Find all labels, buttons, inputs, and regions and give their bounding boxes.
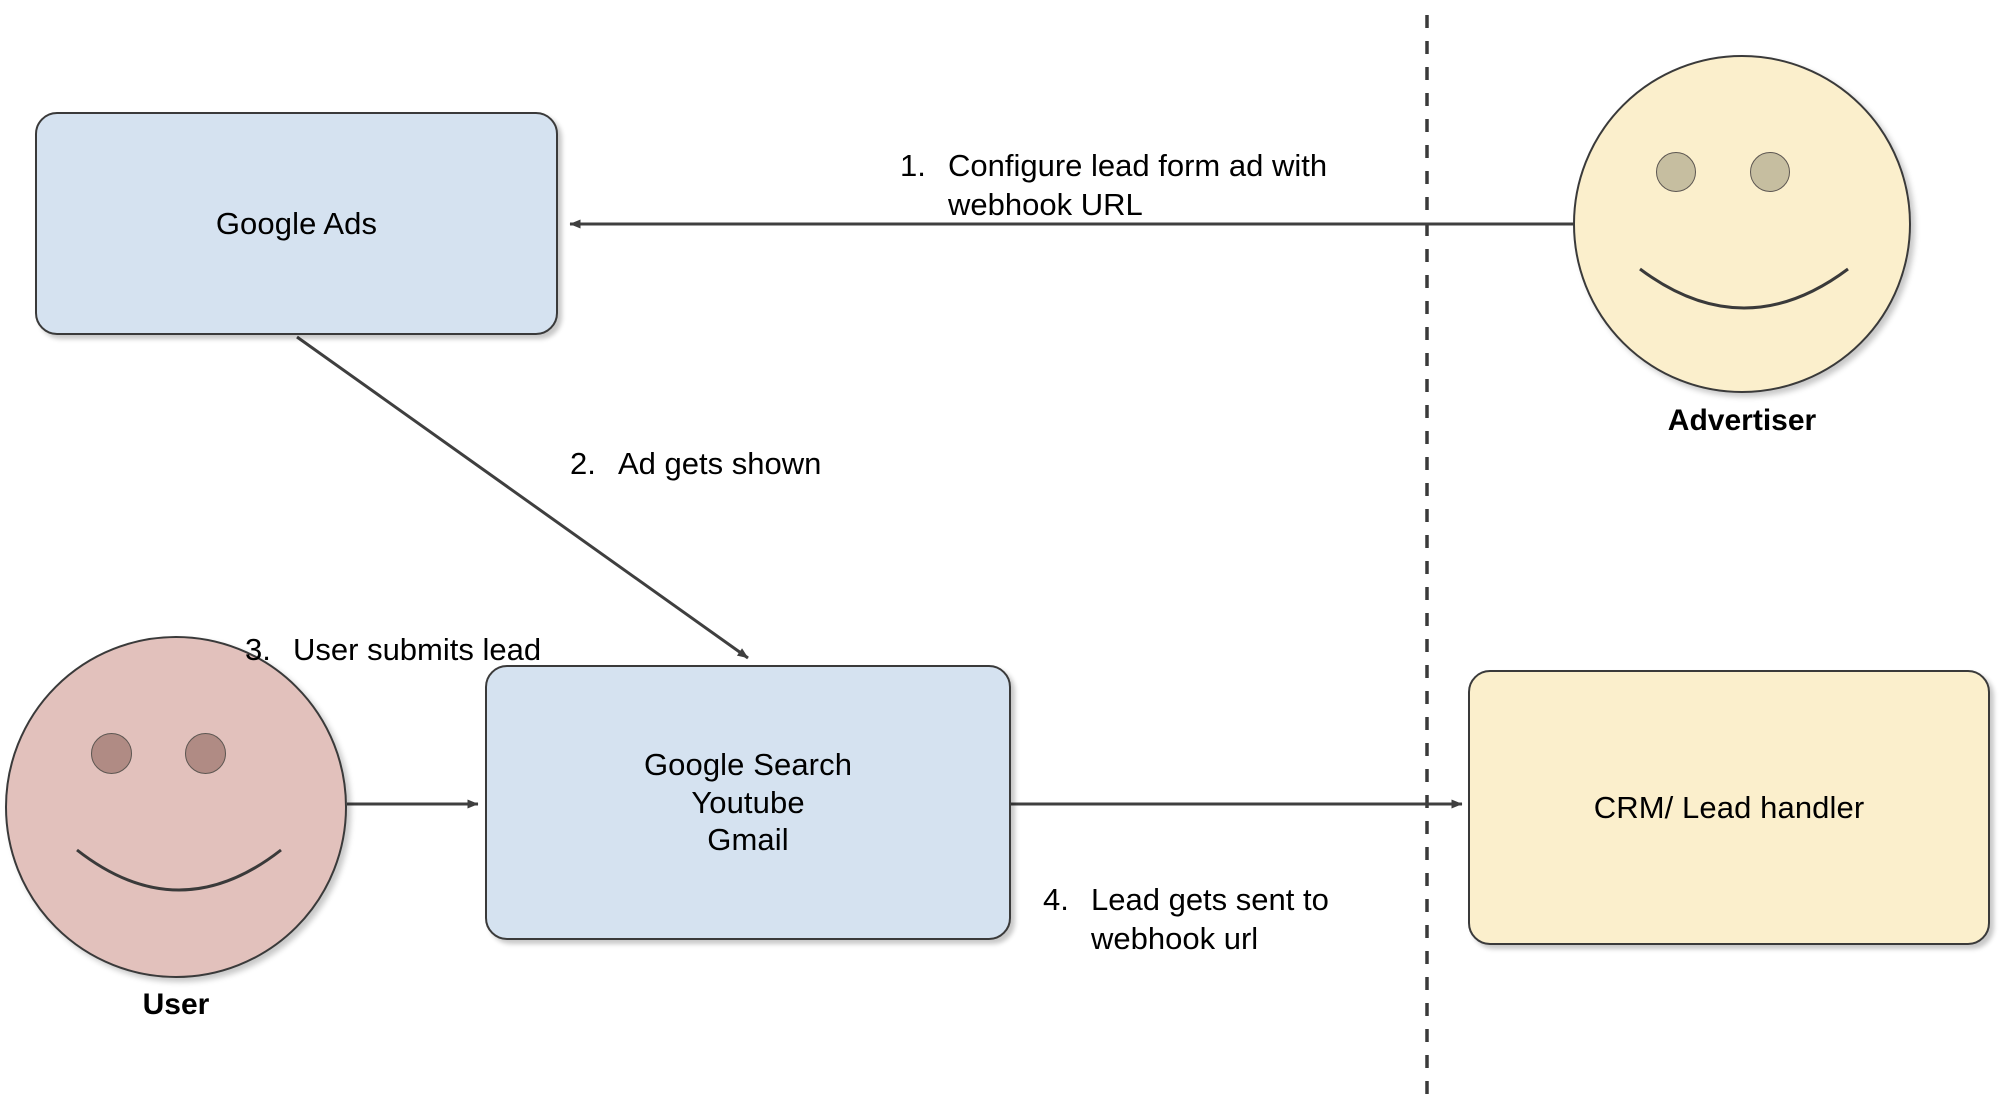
node-google-ads[interactable]: Google Ads xyxy=(35,112,558,335)
node-advertiser-caption: Advertiser xyxy=(1667,404,1817,437)
node-advertiser-face[interactable] xyxy=(1573,55,1911,393)
advertiser-right-eye-icon xyxy=(1750,152,1790,192)
node-user-caption: User xyxy=(142,988,210,1021)
node-crm-label: CRM/ Lead handler xyxy=(1593,789,1865,825)
edge-label-step-4: 4. Lead gets sent to webhook url xyxy=(1043,840,1443,959)
edge-label-step-1: 1. Configure lead form ad with webhook UR… xyxy=(900,106,1400,225)
edge-label-step-3: 3. User submits lead xyxy=(245,590,635,669)
node-google-properties-label: Google Search Youtube Gmail xyxy=(643,746,853,858)
edge-label-step-1-text: Configure lead form ad with webhook URL xyxy=(948,147,1328,223)
advertiser-smile-icon xyxy=(1639,267,1849,310)
user-right-eye-icon xyxy=(185,733,226,774)
edge-label-step-4-number: 4. xyxy=(1043,881,1069,917)
edge-label-step-2-number: 2. xyxy=(570,445,596,481)
user-left-eye-icon xyxy=(91,733,132,774)
edge-label-step-2-text: Ad gets shown xyxy=(618,445,822,481)
edge-label-step-4-text: Lead gets sent to webhook url xyxy=(1091,881,1329,957)
advertiser-left-eye-icon xyxy=(1656,152,1696,192)
node-user-face[interactable] xyxy=(5,636,347,978)
user-smile-icon xyxy=(76,848,282,892)
node-google-ads-label: Google Ads xyxy=(215,205,378,241)
edge-label-step-3-number: 3. xyxy=(245,631,271,667)
edge-label-step-3-text: User submits lead xyxy=(293,631,542,667)
node-google-properties[interactable]: Google Search Youtube Gmail xyxy=(485,665,1011,940)
edge-label-step-2: 2. Ad gets shown xyxy=(570,404,930,483)
node-crm[interactable]: CRM/ Lead handler xyxy=(1468,670,1990,945)
edge-label-step-1-number: 1. xyxy=(900,147,926,183)
